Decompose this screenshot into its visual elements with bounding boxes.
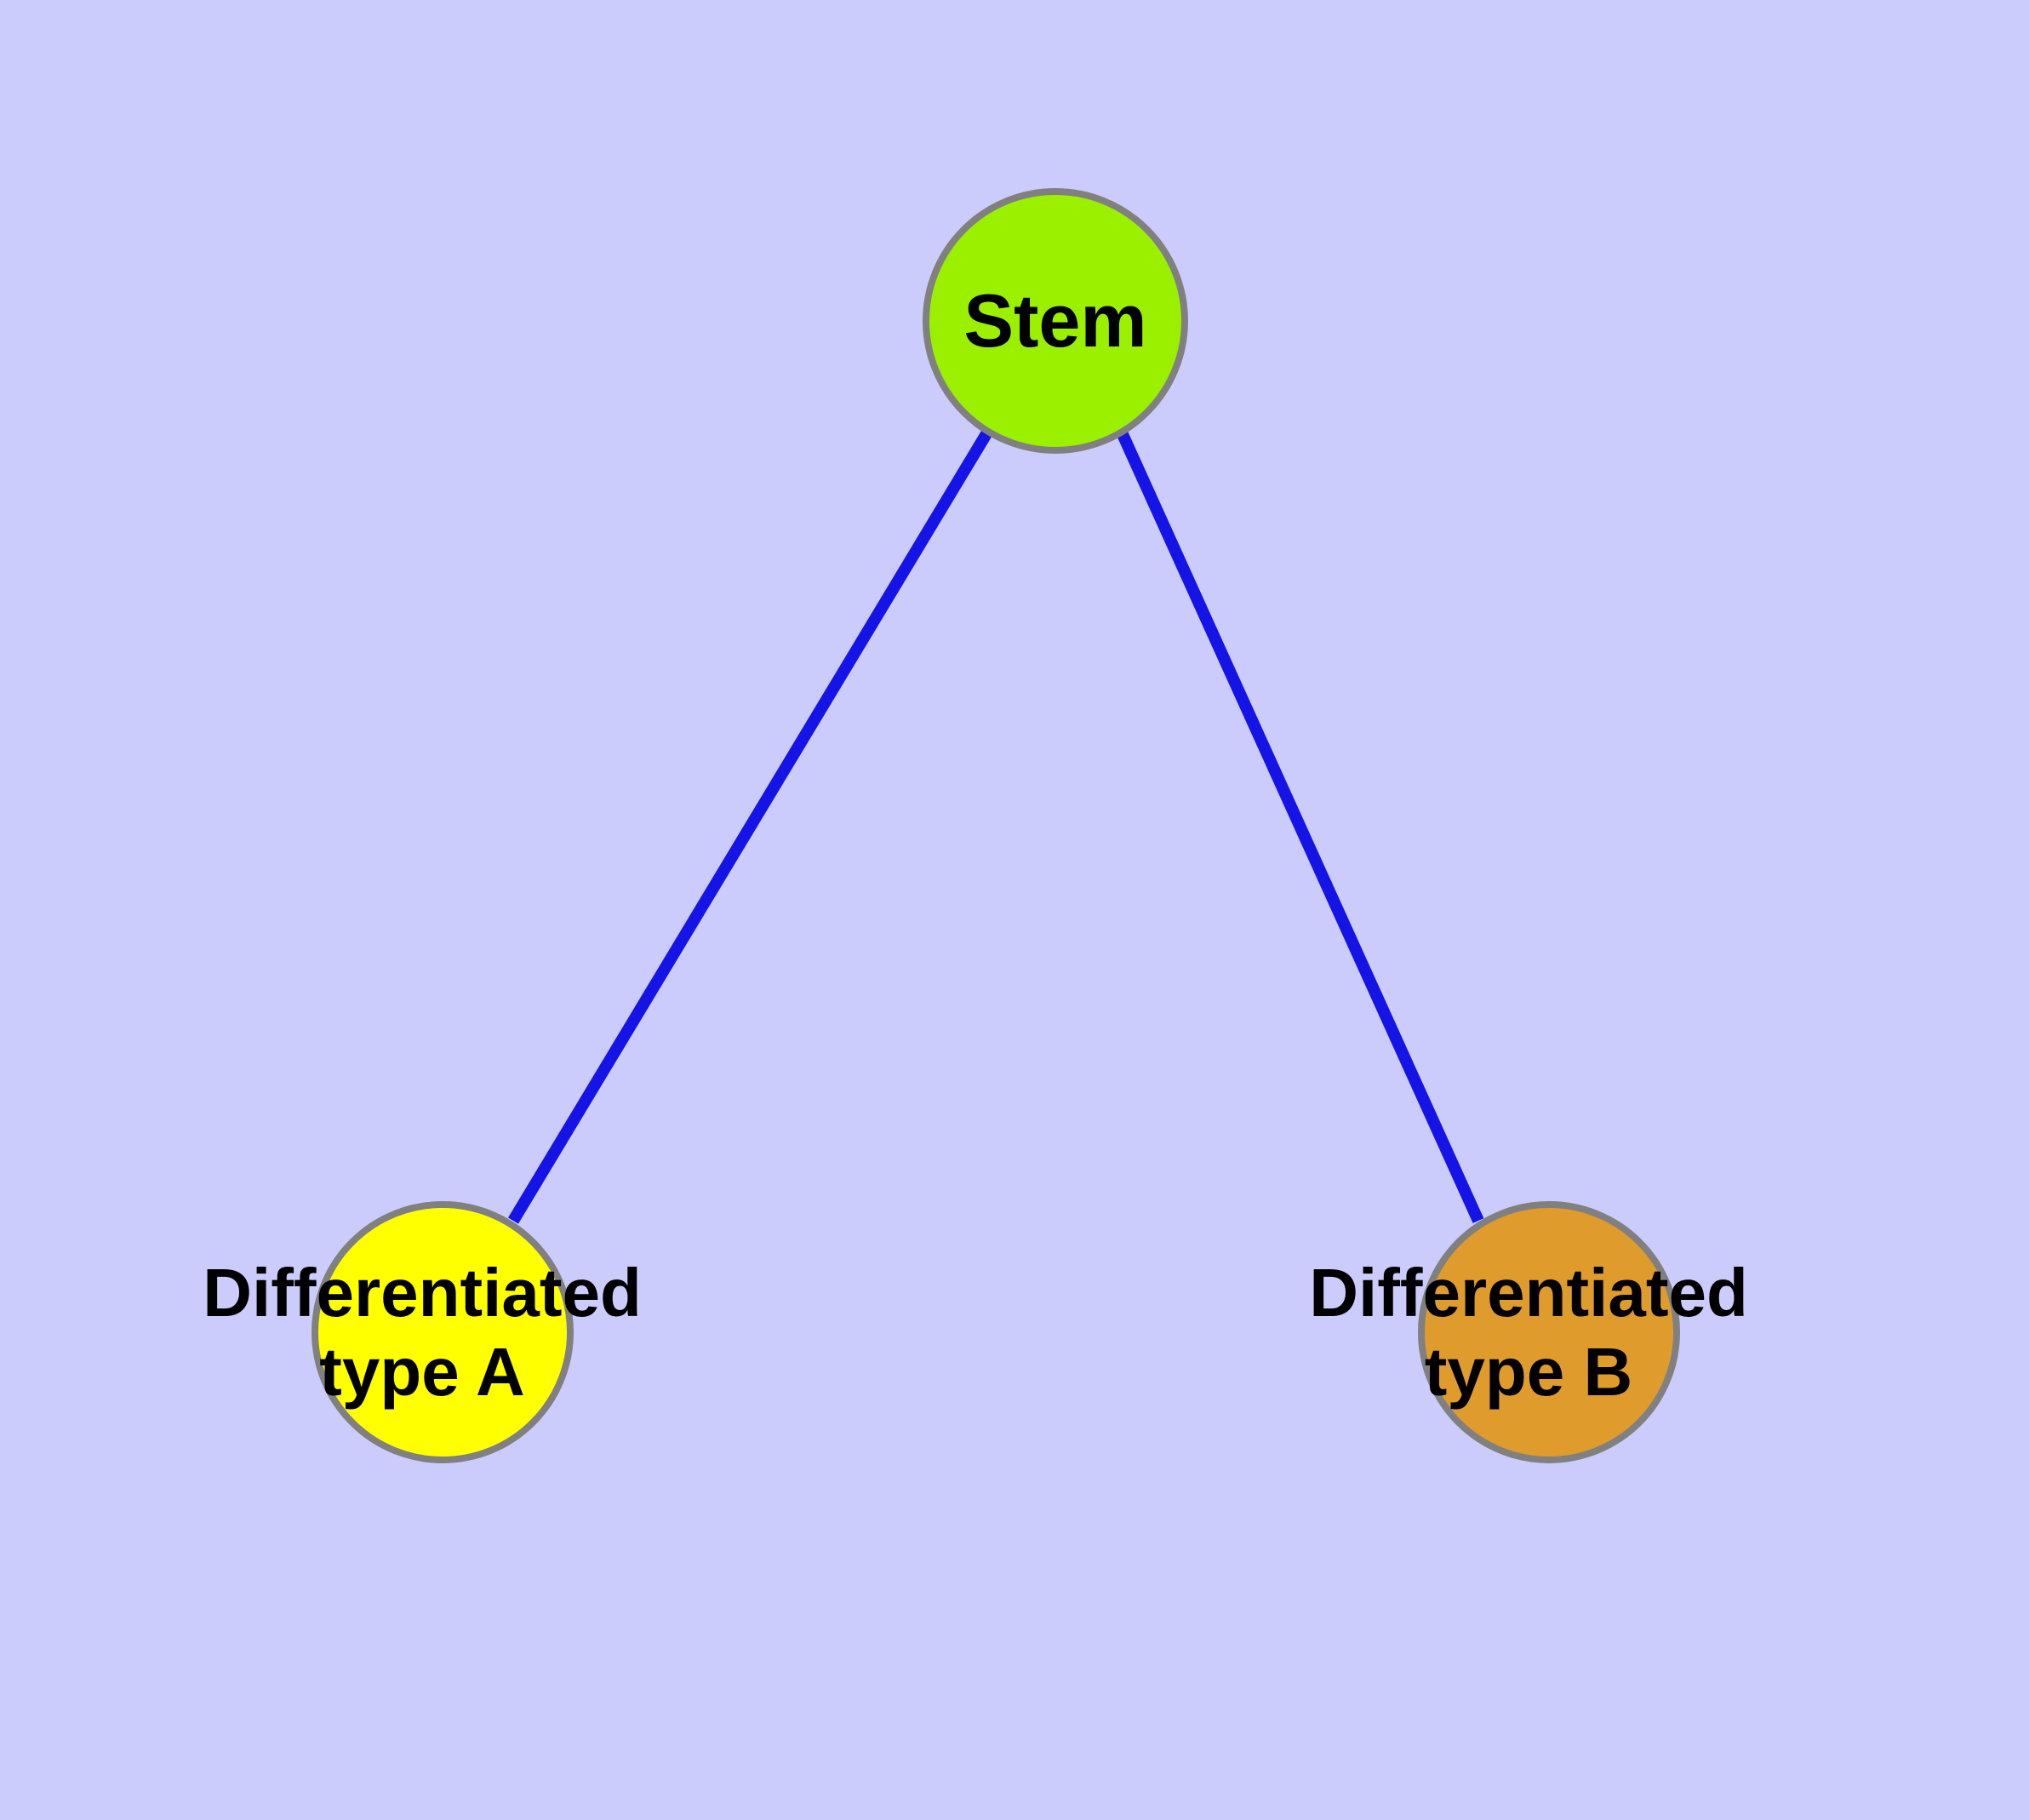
node-differentiated-type-a-circle[interactable] xyxy=(311,1201,574,1463)
nodes-layer xyxy=(311,188,1680,1463)
node-stem-circle[interactable] xyxy=(923,188,1188,454)
edges-layer xyxy=(508,429,1484,1224)
edge-stem-to-differentiated-type-a[interactable] xyxy=(508,429,992,1224)
node-differentiated-type-b-circle[interactable] xyxy=(1418,1201,1680,1463)
edge-stem-to-differentiated-type-b[interactable] xyxy=(1116,430,1484,1223)
